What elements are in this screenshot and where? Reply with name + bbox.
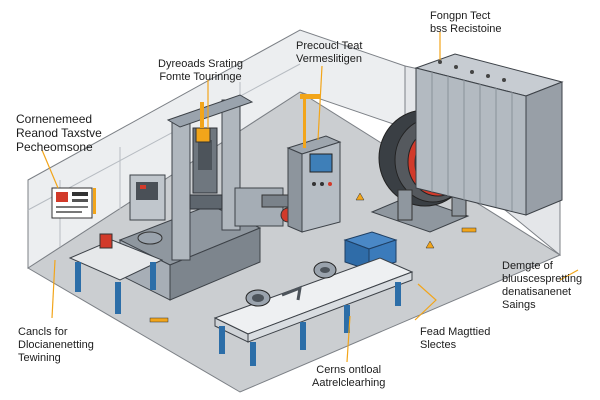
hydraulic-press — [118, 94, 262, 301]
callout-dyreoads-srating: Dyreoads Srating Fomte Tourinnge — [158, 58, 243, 84]
callout-subtitle: Slectes — [420, 339, 457, 351]
callout-line: Dlocianenetting — [18, 339, 94, 351]
torque-test-rig — [234, 187, 296, 227]
callout-subtitle: Vermeslitigen — [296, 53, 363, 65]
climate-test-chamber — [414, 53, 564, 216]
callout-title: Demgte of — [502, 260, 553, 272]
callout-line: bluuscespretting — [502, 273, 583, 285]
callout-title: Cancls for — [18, 326, 68, 338]
callout-lines — [41, 32, 579, 363]
warning-triangle-icon — [425, 240, 435, 249]
callout-demgte-of: Demgte of bluuscespretting denatisanenet… — [502, 260, 582, 312]
left-workbench — [68, 231, 164, 314]
floor-marker — [461, 227, 477, 233]
callout-title: Fongpn Tect — [430, 10, 491, 22]
callout-title: Cornenemeed — [16, 112, 93, 126]
floor-marker — [149, 317, 169, 323]
callout-line: Tewining — [18, 352, 61, 364]
callout-line: Reanod Taxstve — [16, 126, 102, 140]
callout-cancls-for: Cancls for Dlocianenetting Tewining — [18, 326, 94, 365]
control-cabinet — [286, 94, 342, 233]
callout-subtitle: bss Recistoine — [430, 23, 502, 35]
callout-cerns-ontloal: Cerns ontloal Aatrelclearhing — [312, 364, 385, 390]
warning-triangle-icon — [355, 192, 365, 201]
callout-precoucl-teat: Precoucl Teat Vermeslitigen — [296, 40, 362, 66]
callout-title: Precoucl Teat — [296, 40, 363, 52]
main-workbench — [213, 257, 414, 366]
orange-wall-marker — [93, 188, 96, 214]
callout-fongpn-tect: Fongpn Tect bss Recistoine — [430, 10, 502, 36]
callout-line: Saings — [502, 299, 536, 311]
callout-title: Fead Magttied — [420, 326, 491, 338]
press-panel — [129, 174, 166, 221]
callout-fead-magttied: Fead Magttied Slectes — [420, 326, 490, 352]
safety-sign-board — [51, 187, 93, 219]
callout-title: Dyreoads Srating — [158, 58, 243, 70]
callout-cornenemeed: Cornenemeed Reanod Taxstve Pecheomsone — [16, 112, 102, 154]
callout-title: Cerns ontloal — [316, 364, 382, 376]
callout-line: denatisanenet — [502, 286, 572, 298]
callout-line: Pecheomsone — [16, 140, 93, 154]
callout-subtitle: Aatrelclearhing — [312, 377, 386, 389]
callout-subtitle: Fomte Tourinnge — [159, 71, 242, 83]
